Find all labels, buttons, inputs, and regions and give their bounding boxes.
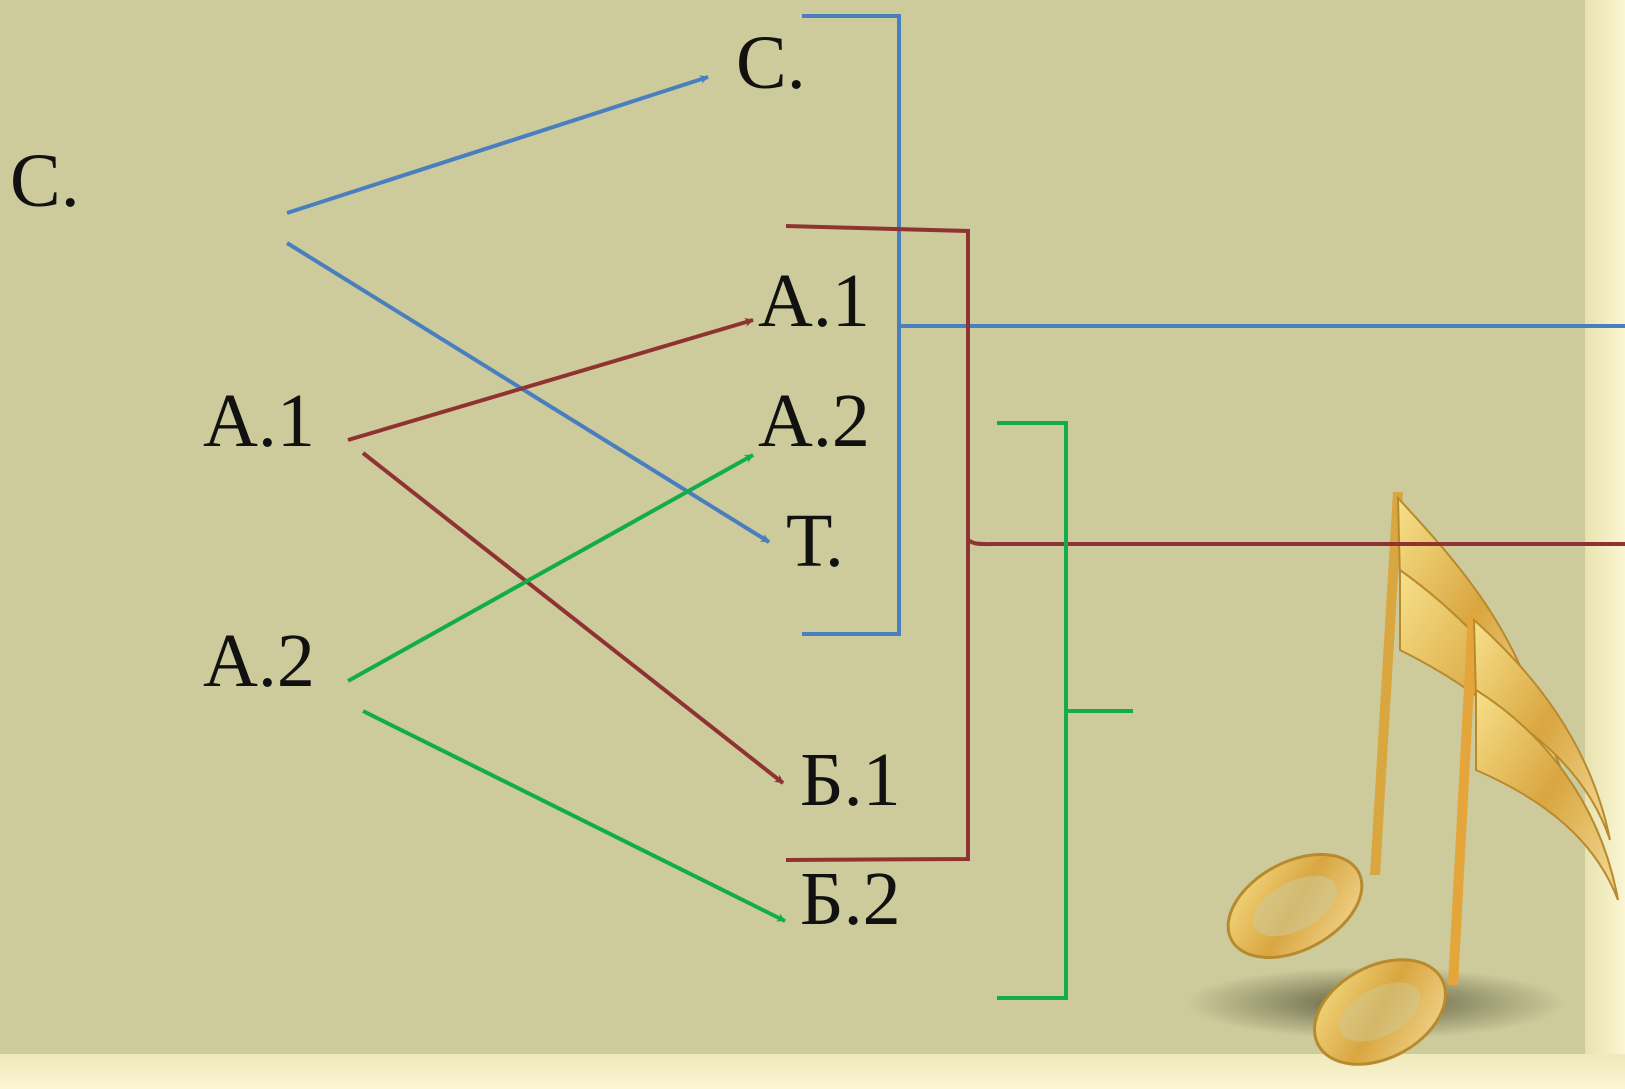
label-right-b2: Б.2 xyxy=(800,857,901,941)
arrow-a2-to-b2 xyxy=(362,709,786,923)
red-connector-line xyxy=(966,538,1625,547)
label-right-a2: А.2 xyxy=(758,379,870,463)
music-notes-icon xyxy=(1185,492,1619,1066)
red-bracket xyxy=(785,224,970,862)
label-left-c: С. xyxy=(10,139,80,223)
arrow-a1-to-a1 xyxy=(347,317,754,442)
green-bracket xyxy=(997,421,1068,1000)
arrow-c-to-t xyxy=(285,241,771,544)
label-right-b1: Б.1 xyxy=(800,738,901,822)
label-right-a1: А.1 xyxy=(758,259,870,343)
label-right-t: Т. xyxy=(786,499,844,583)
label-right-c: С. xyxy=(736,21,806,105)
arrow-a1-to-b1 xyxy=(361,451,785,785)
arrow-a2-to-a2 xyxy=(347,453,754,683)
arrow-c-to-c xyxy=(286,75,709,215)
label-left-a2: А.2 xyxy=(203,619,315,703)
label-left-a1: А.1 xyxy=(203,379,315,463)
